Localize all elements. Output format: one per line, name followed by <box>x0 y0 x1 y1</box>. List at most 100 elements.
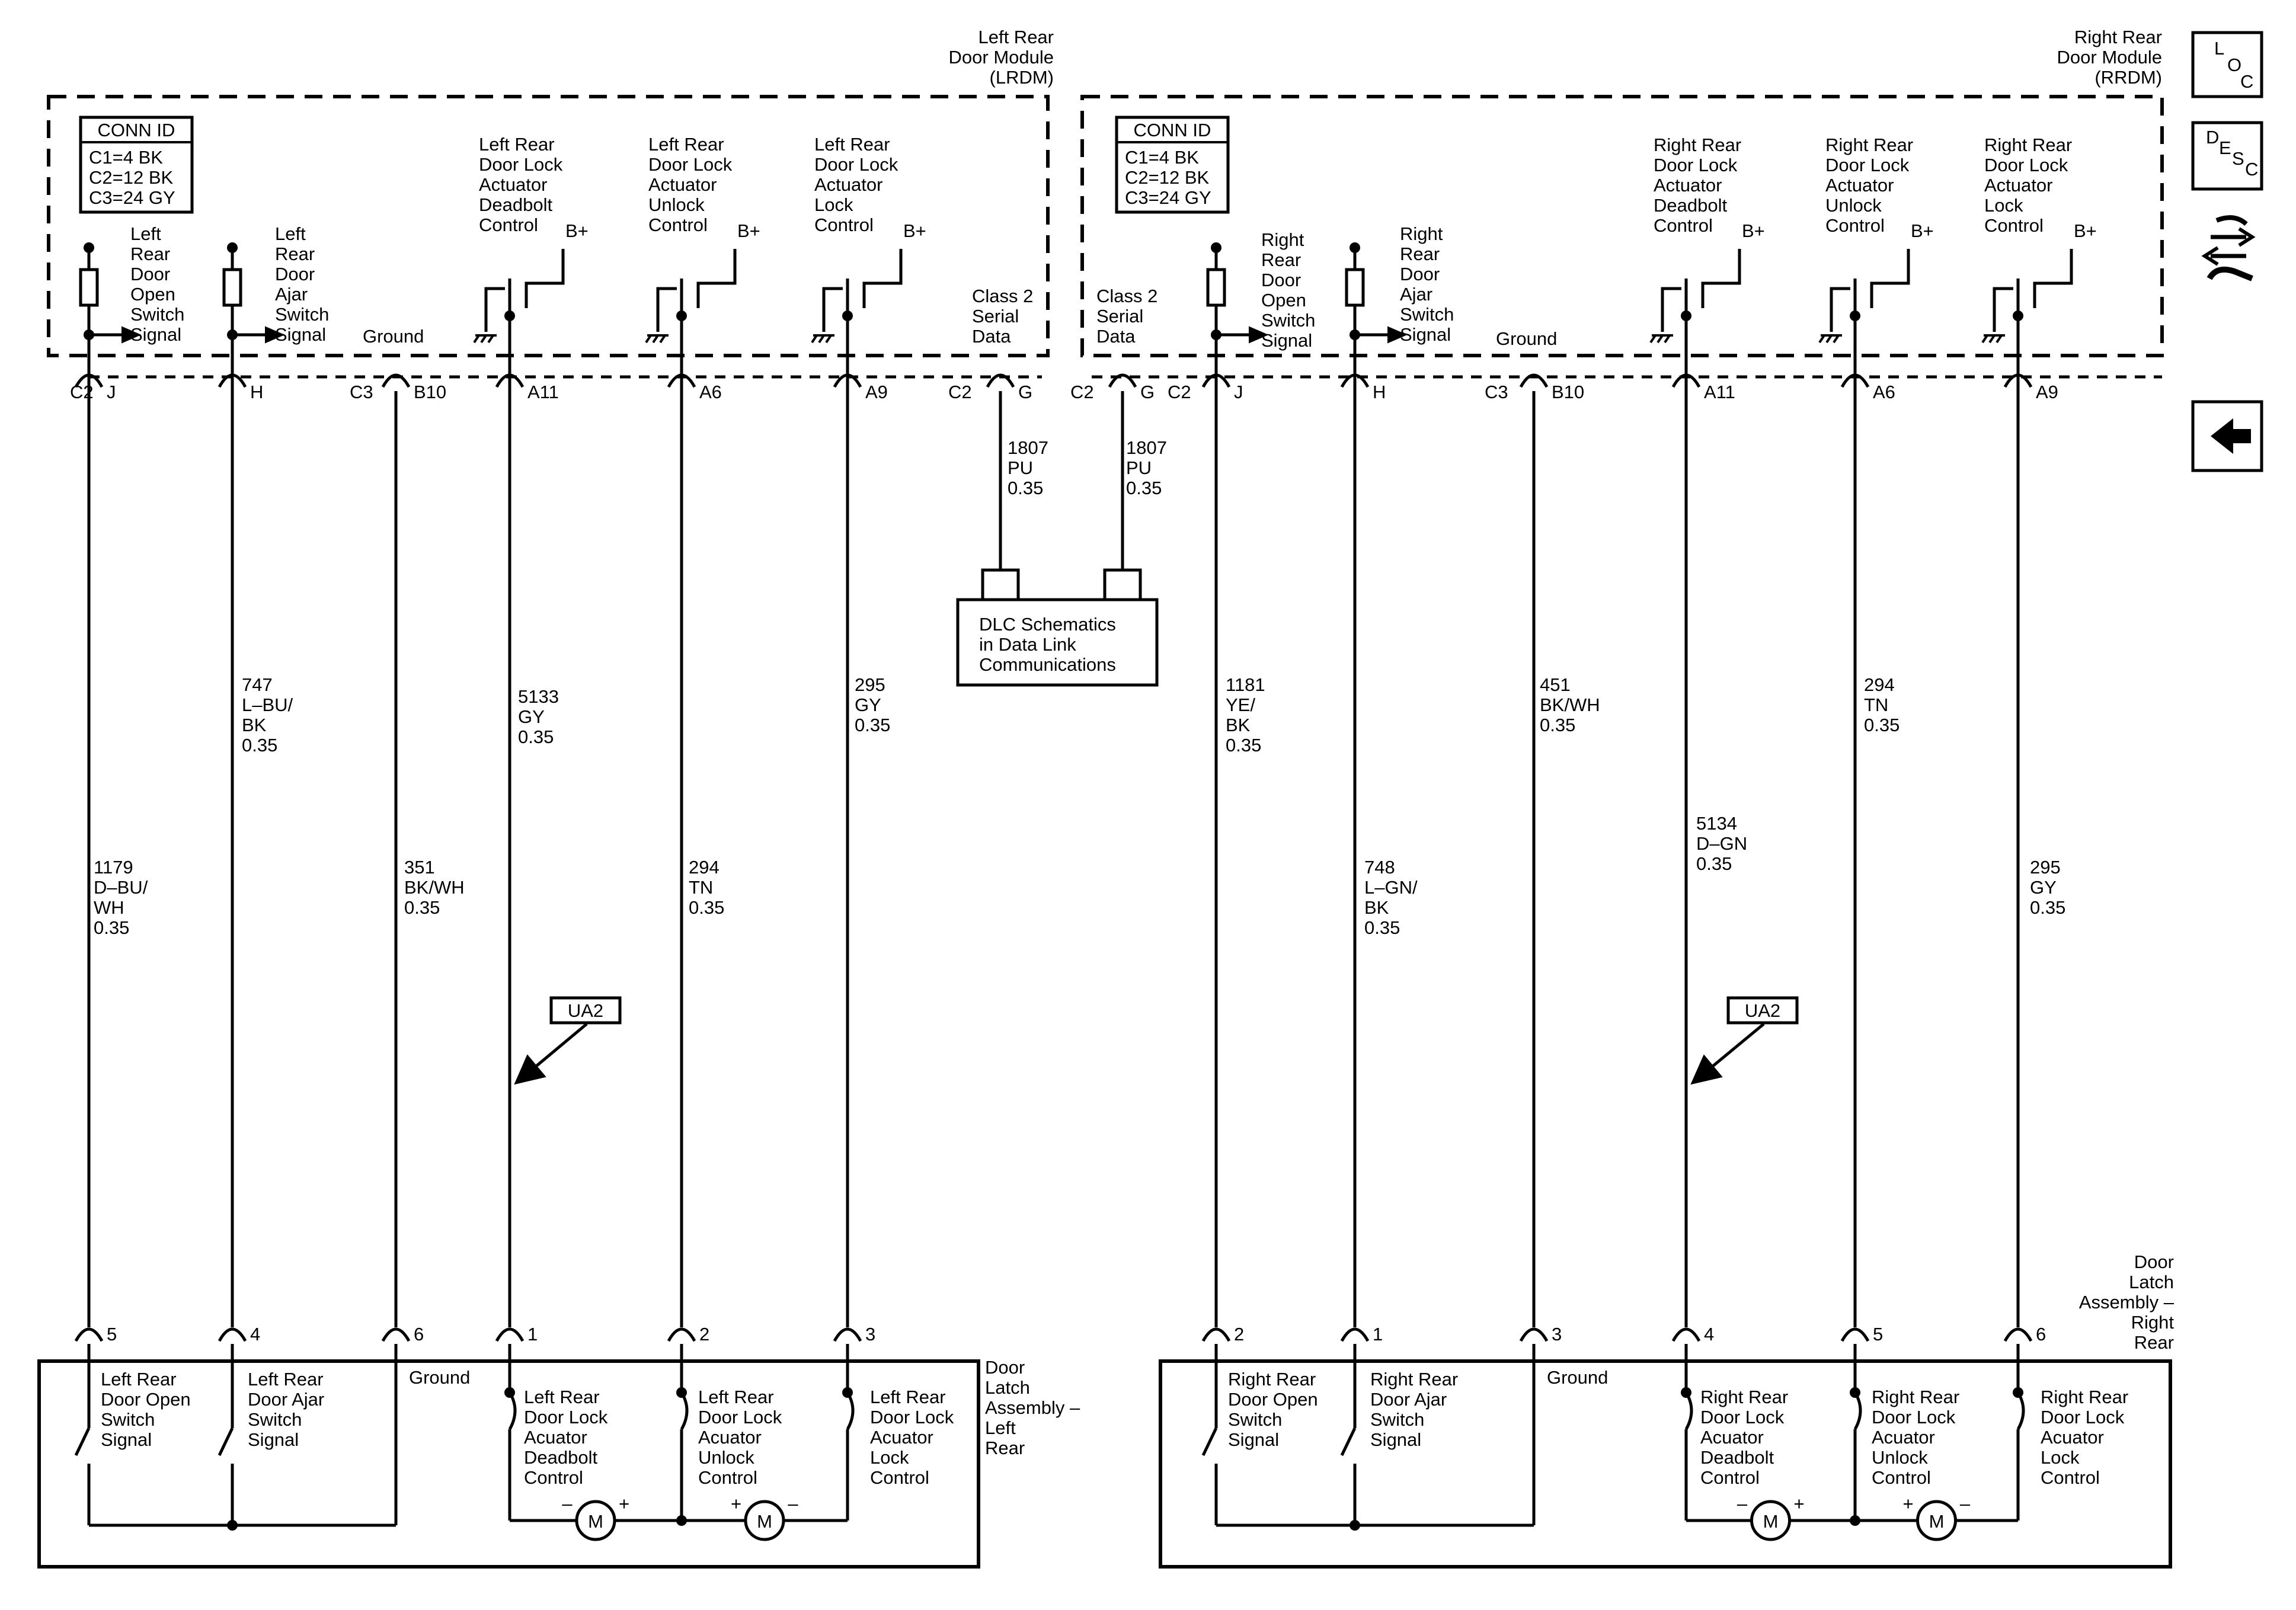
desc-button-letter: C <box>2245 159 2258 180</box>
back-button[interactable] <box>2191 400 2263 472</box>
wire-label-5133: 5133 <box>518 686 559 707</box>
left-latch-title: Latch <box>985 1377 1030 1398</box>
right-open-signal-label: Signal <box>1261 330 1312 351</box>
left-deadbolt-bplus-label: B+ <box>565 220 589 241</box>
left-pin-j-label: J <box>107 382 116 402</box>
left-lock-label: Control <box>814 215 874 235</box>
wire-label-1181: YE/ <box>1226 694 1255 715</box>
left-class2-label: Class 2 <box>972 286 1033 306</box>
left-class2-label: Serial <box>972 306 1019 327</box>
right-latch-title: Assembly – <box>2079 1292 2175 1313</box>
wire-label-1179: D–BU/ <box>94 877 148 898</box>
wire-label-747: 747 <box>242 674 273 695</box>
right-pin-h-hook <box>1340 373 1370 388</box>
left-unlock-label: Left Rear <box>648 134 724 155</box>
right-latch-unlock-label: Unlock <box>1872 1447 1928 1468</box>
right-latch-ground-junction <box>1350 1520 1360 1531</box>
left-lock-bplus-lead <box>862 249 903 308</box>
wire-label-294: TN <box>689 877 713 898</box>
right-latch-ajar-label: Right Rear <box>1370 1369 1458 1390</box>
right-latch-unlock-label: Control <box>1872 1467 1931 1488</box>
right-motor-1 <box>1916 1500 1957 1541</box>
left-pin-a9-label: A9 <box>865 382 888 402</box>
right-latch-ajar-label: Door Ajar <box>1370 1389 1447 1410</box>
loc-button[interactable]: LOC <box>2191 31 2263 98</box>
right-deadbolt-junction <box>1681 311 1691 321</box>
right-latch-title: Latch <box>2129 1272 2174 1292</box>
right-latch-ajar-label: Signal <box>1370 1429 1421 1450</box>
right-latch-box <box>1159 1359 2172 1569</box>
right-latch-pin-0-hook <box>1201 1327 1231 1342</box>
left-module-title: Door Module <box>949 47 1054 68</box>
left-pin-a9-hook <box>833 373 862 388</box>
right-latch-unlock-label: Right Rear <box>1872 1387 1959 1407</box>
right-lock-junction <box>2013 311 2023 321</box>
right-ajar-signal-label: Rear <box>1400 244 1440 264</box>
wire-label-1807-left: PU <box>1008 457 1033 478</box>
left-ajar-signal-label: Door <box>275 264 315 284</box>
wire-label-5134: 0.35 <box>1696 853 1732 874</box>
dlc-schematics-label: Communications <box>979 654 1116 675</box>
left-deadbolt-bplus-lead <box>525 249 565 308</box>
left-latch-pin-3-hook <box>495 1327 525 1342</box>
right-unlock-label: Unlock <box>1825 195 1882 216</box>
wire-label-294: 0.35 <box>689 897 724 918</box>
wire-label-351: BK/WH <box>404 877 465 898</box>
left-motor-1-right-sign: – <box>788 1493 798 1514</box>
right-open-signal-label: Right <box>1261 229 1304 250</box>
wiring-connector-icon-stroke <box>2201 246 2219 266</box>
left-class2-label: Data <box>972 326 1011 347</box>
right-latch-switch-1-blade <box>1340 1427 1357 1457</box>
wire-label-1179: 0.35 <box>94 917 129 938</box>
left-open-signal-label: Door <box>130 264 170 284</box>
left-pin-h-label: H <box>250 382 263 402</box>
right-lock-bplus-label: B+ <box>2074 220 2097 241</box>
right-latch-title: Rear <box>2134 1332 2174 1353</box>
left-connector-c2-label: C2 <box>948 382 972 402</box>
right-connector-c2-label: C2 <box>1070 382 1094 402</box>
wire-label-1179: WH <box>94 897 124 918</box>
left-motor-1-symbol: M <box>757 1511 772 1532</box>
left-open-signal-label: Switch <box>130 304 184 325</box>
right-latch-pin-3-hook <box>1671 1327 1701 1342</box>
wire-label-294-right: 0.35 <box>1864 715 1900 735</box>
left-latch-open-label: Signal <box>101 1429 152 1450</box>
left-conn-id-line: C2=12 BK <box>89 167 174 188</box>
right-latch-out-2-contact <box>2016 1391 2025 1430</box>
left-ajar-resistor <box>222 268 242 307</box>
left-latch-lock-label: Left Rear <box>870 1387 946 1407</box>
wire-label-5134: D–GN <box>1696 833 1747 854</box>
left-latch-open-label: Left Rear <box>101 1369 177 1390</box>
wire-label-1807-right: 1807 <box>1126 437 1167 458</box>
right-open-signal-label: Open <box>1261 290 1306 311</box>
right-latch-deadbolt-label: Acuator <box>1700 1427 1764 1448</box>
left-latch-deadbolt-label: Acuator <box>524 1427 587 1448</box>
left-pin-b10-hook <box>381 373 411 388</box>
wire-label-351: 0.35 <box>404 897 440 918</box>
left-module-title: Left Rear <box>978 27 1054 47</box>
wire-label-295: 295 <box>855 674 885 695</box>
right-module-boundary <box>1080 95 2164 357</box>
right-pin-a6-hook <box>1840 373 1870 388</box>
left-latch-title: Rear <box>985 1438 1025 1458</box>
wiring-layer <box>37 95 2172 1569</box>
left-latch-title: Left <box>985 1417 1016 1438</box>
right-ajar-signal-label: Door <box>1400 264 1440 284</box>
left-pin-g-hook <box>986 373 1015 388</box>
right-connector-c3-label: C3 <box>1485 382 1508 402</box>
right-unlock-label: Right Rear <box>1825 135 1913 155</box>
right-conn-id-header: CONN ID <box>1134 120 1211 140</box>
right-conn-id-box <box>1115 116 1230 214</box>
left-pin-b10-label: B10 <box>414 382 446 402</box>
right-open-resistor <box>1206 268 1226 307</box>
wire-label-1807-right: PU <box>1126 457 1152 478</box>
right-pin-b10-label: B10 <box>1552 382 1584 402</box>
right-motor-1-symbol: M <box>1929 1511 1945 1532</box>
right-latch-pin-3-label: 4 <box>1704 1324 1714 1345</box>
right-lock-label: Door Lock <box>1984 155 2068 175</box>
wire-label-451: BK/WH <box>1540 694 1600 715</box>
right-unlock-bplus-label: B+ <box>1911 220 1934 241</box>
wiring-connector-icon[interactable] <box>2201 215 2256 281</box>
left-latch-pin-1-hook <box>218 1327 247 1342</box>
